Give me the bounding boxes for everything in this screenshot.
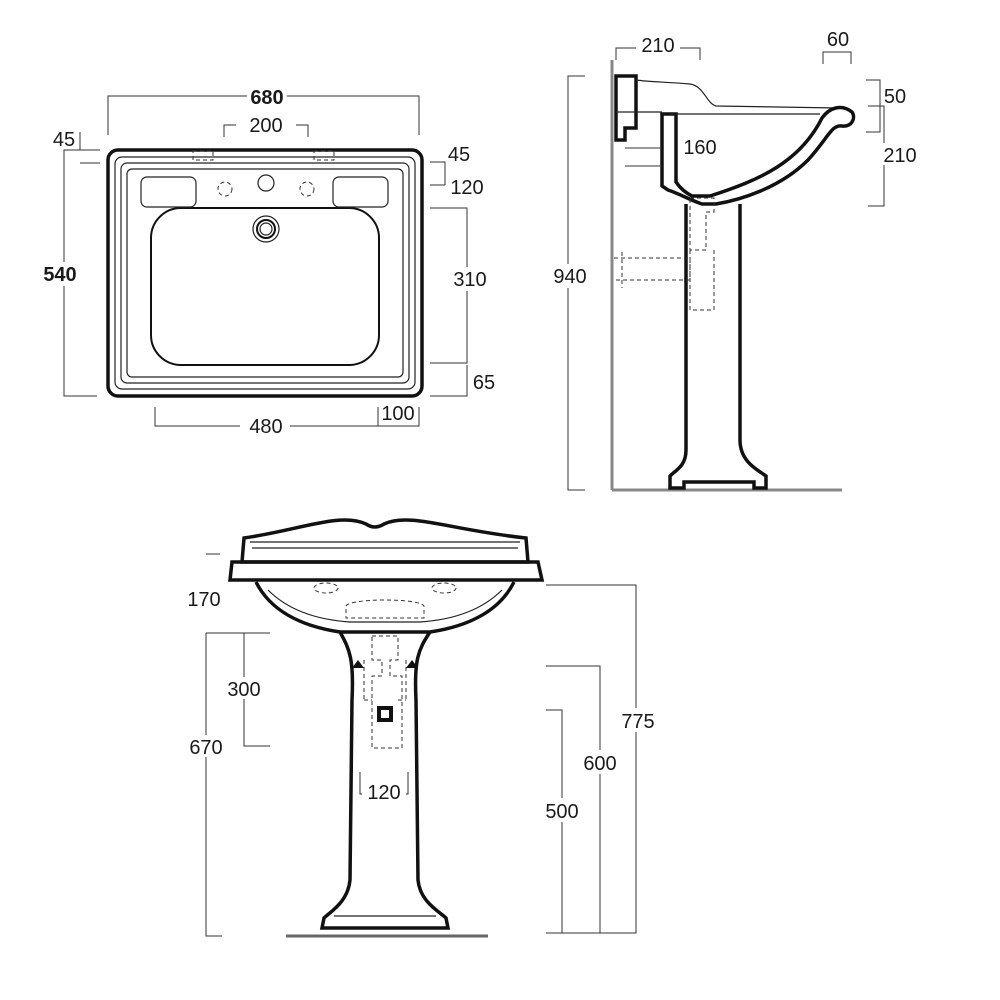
dim-cover-height: 300 xyxy=(227,679,260,701)
dim-width: 680 xyxy=(250,87,283,109)
dim-bowl-depth-inner: 160 xyxy=(683,137,716,159)
dim-pedestal-width: 120 xyxy=(367,782,400,804)
dim-fixing-500: 500 xyxy=(545,801,578,823)
dim-fixing-775: 775 xyxy=(621,711,654,733)
dim-front-lip: 60 xyxy=(827,29,849,51)
dim-back-offset: 120 xyxy=(450,177,483,199)
dim-rim-height: 170 xyxy=(187,589,220,611)
dim-tap-spacing: 200 xyxy=(249,115,282,137)
dim-pedestal-height: 670 xyxy=(189,737,222,759)
dim-wall-to-overflow: 210 xyxy=(641,35,674,57)
dim-front-offset: 65 xyxy=(473,372,495,394)
top-view-bowl xyxy=(150,207,380,366)
tap-hole-center xyxy=(257,174,275,192)
top-view: 680 680 200 45 540 45 120 310 65 480 100 xyxy=(36,83,495,438)
front-view: 170 300 670 120 775 600 500 xyxy=(184,518,662,938)
dim-fixing-600: 600 xyxy=(583,753,616,775)
dim-left-margin: 45 xyxy=(53,129,75,151)
dim-depth: 540 xyxy=(43,264,76,286)
dim-rim-thickness: 50 xyxy=(884,86,906,108)
dim-width-label: 680 xyxy=(250,87,283,109)
top-view-outer-rim xyxy=(106,148,424,398)
dim-total-height: 940 xyxy=(553,266,586,288)
drain-icon xyxy=(252,215,280,243)
dim-bowl-width: 480 xyxy=(249,416,282,438)
dim-bowl-depth-front: 210 xyxy=(883,145,916,167)
side-view: 210 60 50 210 160 940 xyxy=(548,29,920,492)
dim-bowl-length: 310 xyxy=(453,269,486,291)
dim-right-side: 100 xyxy=(381,403,414,425)
dim-right-margin: 45 xyxy=(448,144,470,166)
